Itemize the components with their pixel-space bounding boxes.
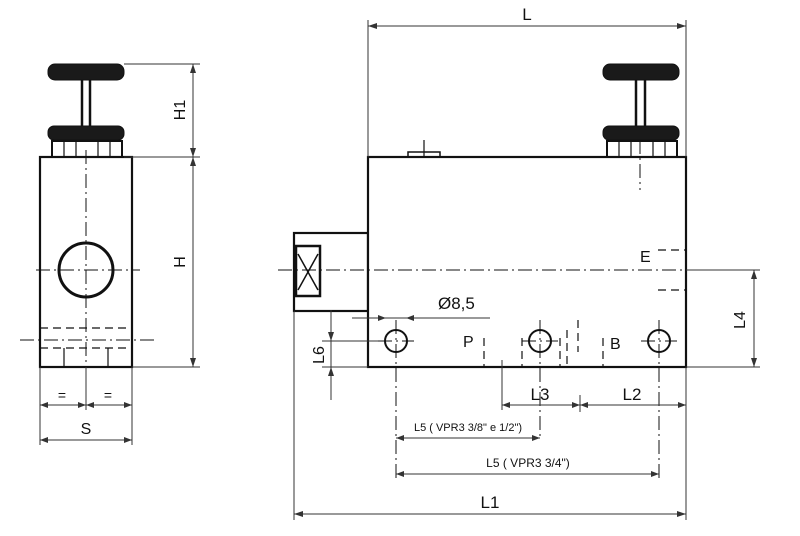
label-h: H xyxy=(172,256,189,268)
label-diameter: Ø8,5 xyxy=(438,294,475,313)
side-body xyxy=(38,155,134,369)
label-l6: L6 xyxy=(311,346,328,364)
front-nut xyxy=(606,140,678,158)
label-p: P xyxy=(463,334,474,351)
label-l5a: L5 ( VPR3 3/8" e 1/2") xyxy=(414,422,522,434)
label-e: E xyxy=(640,249,651,266)
label-l3: L3 xyxy=(531,385,550,404)
side-nut xyxy=(51,140,123,158)
label-h1: H1 xyxy=(172,100,189,121)
label-l: L xyxy=(522,5,531,24)
front-body xyxy=(366,155,688,369)
label-l5b: L5 ( VPR3 3/4") xyxy=(486,456,570,470)
side-view: H1 H = = S xyxy=(20,63,200,445)
label-b: B xyxy=(610,336,621,353)
label-eq-right: = xyxy=(104,387,112,403)
front-view: E P B L Ø8,5 L4 xyxy=(278,5,760,520)
side-handle-top xyxy=(47,63,125,81)
front-handle-bottom xyxy=(602,125,680,141)
label-s: S xyxy=(81,421,92,438)
front-handle-top xyxy=(602,63,680,81)
label-l2: L2 xyxy=(623,385,642,404)
label-l4: L4 xyxy=(732,311,749,329)
label-eq-left: = xyxy=(58,387,66,403)
side-handle-bottom xyxy=(47,125,125,141)
label-l1: L1 xyxy=(481,493,500,512)
